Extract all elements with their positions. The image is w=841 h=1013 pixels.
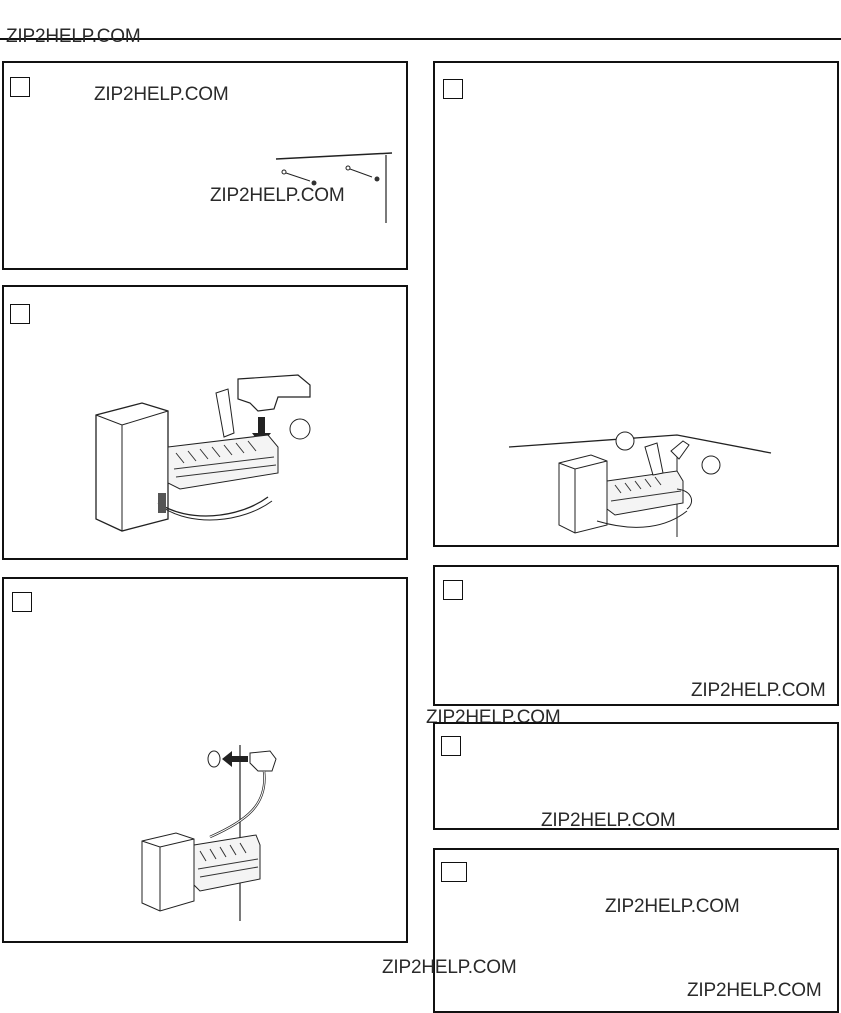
- panel-bottom-right: ZIP2HELP.COM ZIP2HELP.COM: [433, 848, 839, 1013]
- panel-bottom-left: [2, 577, 408, 943]
- icemaker-bracket-figure: [88, 373, 318, 535]
- watermark-text: ZIP2HELP.COM: [687, 980, 822, 1001]
- watermark-text: ZIP2HELP.COM: [691, 680, 826, 701]
- watermark-text: ZIP2HELP.COM: [210, 185, 345, 206]
- watermark-text: ZIP2HELP.COM: [6, 26, 141, 47]
- step-checkbox: [443, 580, 463, 600]
- panel-mid-right-1: ZIP2HELP.COM: [433, 565, 839, 706]
- watermark-text: ZIP2HELP.COM: [94, 84, 229, 105]
- header-rule: [0, 38, 841, 40]
- step-checkbox: [441, 736, 461, 756]
- icemaker-installed-figure: [507, 429, 775, 537]
- panel-top-right: [433, 61, 839, 547]
- step-checkbox: [12, 592, 32, 612]
- icemaker-plug-figure: [136, 745, 286, 921]
- panel-mid-left: [2, 285, 408, 560]
- panel-mid-right-2: ZIP2HELP.COM: [433, 722, 839, 831]
- watermark-text: ZIP2HELP.COM: [382, 957, 517, 978]
- step-checkbox: [10, 77, 30, 97]
- panel-top-left: ZIP2HELP.COM ZIP2HELP.COM: [2, 61, 408, 270]
- screw-holes-figure: [274, 151, 398, 223]
- step-checkbox: [10, 304, 30, 324]
- watermark-text: ZIP2HELP.COM: [605, 896, 740, 917]
- step-checkbox: [441, 862, 467, 882]
- watermark-text: ZIP2HELP.COM: [541, 810, 676, 831]
- step-checkbox: [443, 79, 463, 99]
